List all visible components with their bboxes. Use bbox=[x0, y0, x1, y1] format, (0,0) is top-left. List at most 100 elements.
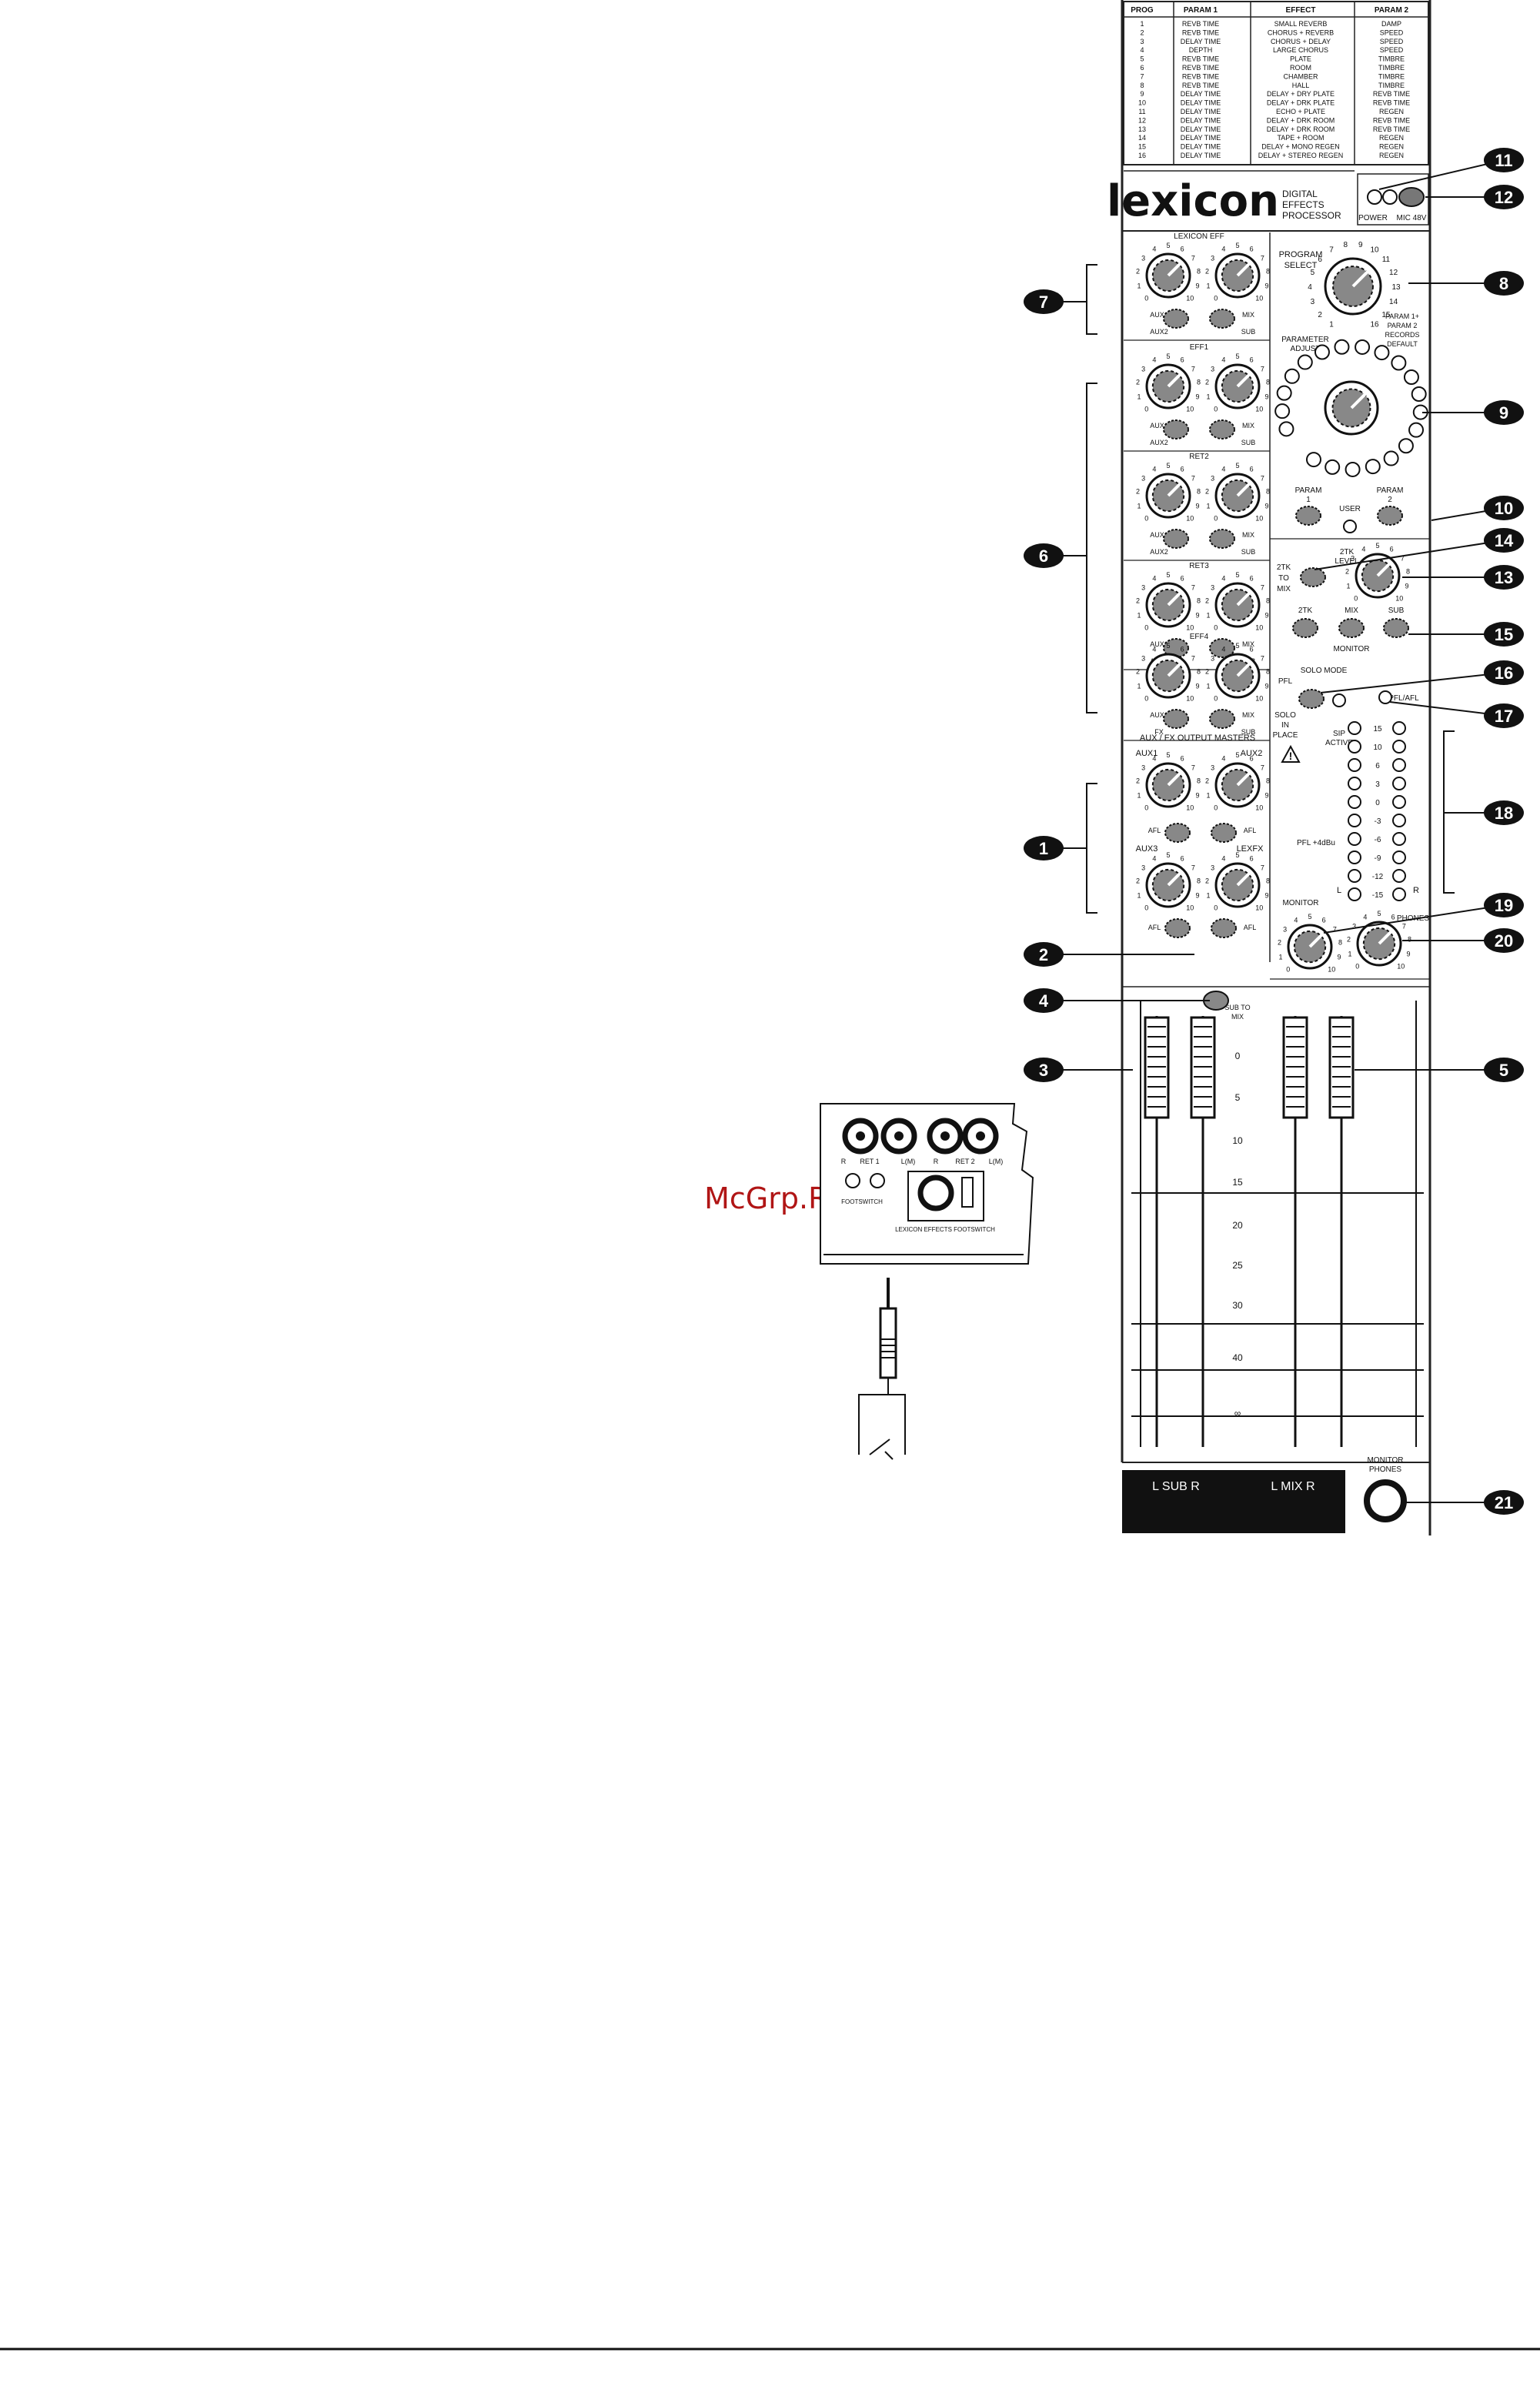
knob-scale-label: 8 bbox=[1266, 268, 1270, 276]
eff1-block-aux-button bbox=[1163, 419, 1189, 439]
program-table-cell: CHORUS + REVERB bbox=[1268, 28, 1334, 36]
eff1-block-sub-label: SUB bbox=[1241, 439, 1256, 446]
program-table-cell: 12 bbox=[1138, 116, 1146, 124]
knob-scale-label: 4 bbox=[1221, 754, 1225, 762]
lexicon-eff-block-mix-button bbox=[1209, 309, 1235, 329]
power-box-frame bbox=[1357, 173, 1429, 226]
program-table-cell: REGEN bbox=[1379, 143, 1404, 151]
rear-jack-hole bbox=[856, 1131, 865, 1141]
phones-level-knob-pointer bbox=[1378, 929, 1394, 945]
callout-number: 21 bbox=[1495, 1493, 1513, 1512]
callout-leader bbox=[1378, 159, 1505, 190]
program-table-cell: TAPE + ROOM bbox=[1277, 134, 1324, 142]
program-table-frame bbox=[1123, 1, 1429, 165]
program-select-label: SELECT bbox=[1284, 261, 1318, 270]
knob-scale-label: 2 bbox=[1278, 939, 1281, 947]
knob-scale-label: 9 bbox=[1196, 393, 1200, 400]
program-table-cell: DELAY + DRK ROOM bbox=[1267, 116, 1335, 124]
knob-scale-label: 10 bbox=[1255, 904, 1263, 911]
meter-led-right bbox=[1392, 721, 1406, 735]
meter-led-left bbox=[1348, 777, 1361, 790]
callout-badge bbox=[1024, 1058, 1064, 1082]
knob-scale-label: 9 bbox=[1265, 682, 1269, 690]
meter-led-left bbox=[1348, 795, 1361, 809]
parameter-ring-led bbox=[1297, 354, 1313, 370]
program-table-cell: REVB TIME bbox=[1182, 28, 1219, 36]
knob-scale-label: 4 bbox=[1152, 356, 1156, 363]
eff2-block-aux2-label: AUX2 bbox=[1150, 548, 1168, 556]
eff3-block-mix-label: MIX bbox=[1242, 640, 1254, 648]
monitor-phones-label: PHONES bbox=[1369, 1465, 1402, 1474]
eff4-block-mix-label: MIX bbox=[1242, 711, 1254, 719]
knob-scale-label: 8 bbox=[1408, 936, 1411, 944]
meter-led-left bbox=[1348, 814, 1361, 827]
knob-scale-label: 9 bbox=[1338, 953, 1341, 961]
program-table-header: PROG bbox=[1131, 6, 1154, 15]
eff4-block-aux-button bbox=[1163, 709, 1189, 729]
knob-scale-label: 9 bbox=[1265, 502, 1269, 510]
knob-scale-label: 0 bbox=[1214, 294, 1218, 302]
knob-scale-label: 2 bbox=[1205, 488, 1209, 496]
callout-leader bbox=[1320, 672, 1505, 693]
callout-badge bbox=[1484, 622, 1524, 647]
knob-scale-label: 5 bbox=[1235, 851, 1239, 859]
program-table-cell: DELAY TIME bbox=[1181, 152, 1221, 159]
callout-number: 10 bbox=[1495, 499, 1513, 518]
eff4-block-aux2-label: FX bbox=[1154, 728, 1164, 736]
meter-led-right bbox=[1392, 814, 1406, 827]
aux3-master-knob-pointer bbox=[1167, 871, 1183, 887]
eff3-block-knob-left-pointer bbox=[1167, 590, 1183, 607]
eff4-block-sub-label: SUB bbox=[1241, 728, 1256, 736]
parameter-ring-led bbox=[1278, 421, 1294, 437]
callout-leader bbox=[1314, 540, 1505, 570]
parameter-ring-led bbox=[1305, 452, 1321, 468]
knob-scale-label: 5 bbox=[1166, 851, 1170, 859]
sub-lr-label: L SUB R bbox=[1152, 1480, 1200, 1493]
fader-scale-label: 30 bbox=[1232, 1300, 1243, 1311]
parameter-adjust-knob-pointer bbox=[1350, 391, 1368, 409]
callout-number: 11 bbox=[1495, 151, 1512, 170]
knob-scale-label: 3 bbox=[1141, 365, 1145, 373]
knob-scale-label: 2 bbox=[1347, 936, 1351, 944]
callout-badge bbox=[1484, 565, 1524, 590]
parameter-ring-led bbox=[1276, 385, 1292, 401]
callout-badge bbox=[1484, 1058, 1524, 1082]
meter-led-right bbox=[1392, 758, 1406, 772]
knob-scale-label: 5 bbox=[1235, 353, 1239, 360]
program-dial-number: 14 bbox=[1389, 298, 1398, 306]
program-table-cell: 7 bbox=[1140, 72, 1144, 80]
program-table-header: EFFECT bbox=[1286, 6, 1316, 15]
knob-scale-label: 7 bbox=[1402, 922, 1406, 930]
user-label: USER bbox=[1339, 505, 1361, 513]
callout-bracket bbox=[1086, 264, 1097, 335]
program-table-cell: 15 bbox=[1138, 143, 1146, 151]
callout-number: 9 bbox=[1499, 403, 1508, 423]
callout-badge bbox=[1024, 942, 1064, 967]
eff2-block-knob-right-pointer bbox=[1236, 481, 1252, 497]
param1-label: PARAM bbox=[1295, 486, 1322, 495]
program-dial-number: 13 bbox=[1391, 283, 1401, 292]
eff1-block-aux2-label: AUX2 bbox=[1150, 439, 1168, 446]
knob-scale-label: 1 bbox=[1137, 791, 1141, 799]
callout-number: 16 bbox=[1495, 663, 1513, 683]
meter-led-right bbox=[1392, 850, 1406, 864]
param-store-label: PARAM 2 bbox=[1388, 322, 1418, 329]
program-table-header: PARAM 1 bbox=[1184, 6, 1218, 15]
knob-scale-label: 6 bbox=[1250, 645, 1254, 653]
knob-scale-label: 6 bbox=[1250, 465, 1254, 473]
power-led bbox=[1367, 189, 1382, 205]
program-table-cell: SPEED bbox=[1380, 28, 1404, 36]
meter-scale-label: -12 bbox=[1372, 873, 1384, 881]
program-table-cell: 10 bbox=[1138, 99, 1146, 107]
solo-in-place-label: SOLO bbox=[1274, 711, 1296, 720]
callout-number: 7 bbox=[1039, 292, 1048, 312]
eff4-block-title: EFF4 bbox=[1190, 633, 1209, 641]
param-store-label: DEFAULT bbox=[1387, 340, 1418, 348]
knob-scale-label: 10 bbox=[1186, 623, 1194, 631]
knob-scale-label: 2 bbox=[1205, 668, 1209, 676]
